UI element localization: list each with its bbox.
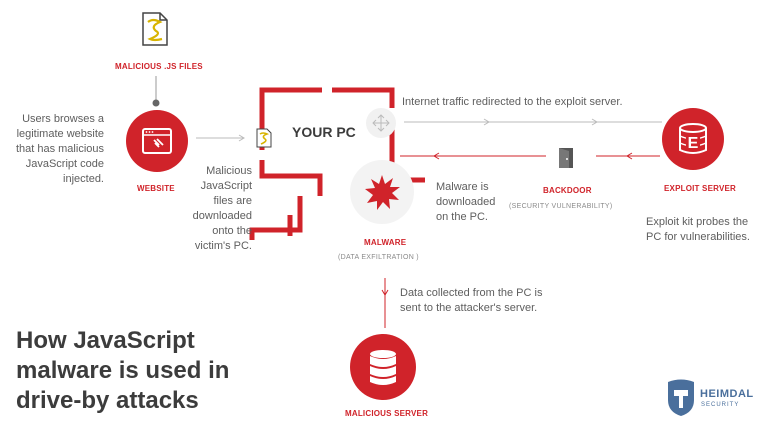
malware-downloaded-text: Malware is downloaded on the PC.: [436, 181, 496, 223]
brand-logo: HEIMDAL SECURITY: [664, 378, 764, 418]
redirect-text: Internet traffic redirected to the explo…: [402, 96, 623, 108]
malicious-server-label: MALICIOUS SERVER: [345, 409, 429, 418]
exploit-server-node: E: [662, 108, 724, 170]
your-pc-label: YOUR PC: [292, 124, 356, 140]
data-collected-text: Data collected from the PC is sent to th…: [400, 287, 543, 314]
your-pc-frame: [249, 87, 425, 240]
malicious-js-label: MALICIOUS .JS FILES: [115, 62, 203, 71]
website-label: WEBSITE: [137, 184, 175, 193]
door-icon: [556, 146, 578, 170]
users-browse-text: Users browses a legitimate website that …: [15, 113, 104, 185]
database-server-icon: [370, 350, 396, 385]
page-title: How JavaScript malware is used in drive-…: [16, 327, 230, 414]
malware-burst-icon: [365, 175, 400, 210]
svg-text:E: E: [688, 135, 699, 152]
malware-node: [350, 160, 414, 224]
hand-cursor-browser-icon: [142, 128, 172, 154]
routing-node: [366, 108, 396, 138]
brand-tagline: SECURITY: [701, 402, 740, 408]
malicious-files-text: Malicious JavaScript files are downloade…: [192, 165, 252, 252]
helmet-shield-icon: [668, 379, 694, 416]
brand-name: HEIMDAL: [700, 388, 754, 400]
js-file-icon: [142, 12, 168, 46]
move-arrows-icon: [372, 114, 390, 132]
malware-label: MALWARE: [364, 238, 407, 247]
exploit-probe-text: Exploit kit probes the PC for vulnerabil…: [646, 216, 750, 243]
door-icon: [559, 148, 573, 168]
exploit-server-label: EXPLOIT SERVER: [664, 184, 737, 193]
malicious-server-node: [350, 334, 416, 400]
js-file-small-icon: [256, 128, 272, 148]
js-file-icon: [142, 12, 168, 46]
website-node: [126, 110, 188, 172]
backdoor-sublabel: (SECURITY VULNERABILITY): [509, 203, 613, 210]
server-e-icon: E: [679, 123, 707, 154]
backdoor-label: BACKDOOR: [543, 186, 592, 195]
malware-sublabel: (DATA EXFILTRATION ): [338, 254, 419, 261]
connector-dot: [152, 99, 160, 107]
js-file-small-icon: [256, 128, 272, 148]
